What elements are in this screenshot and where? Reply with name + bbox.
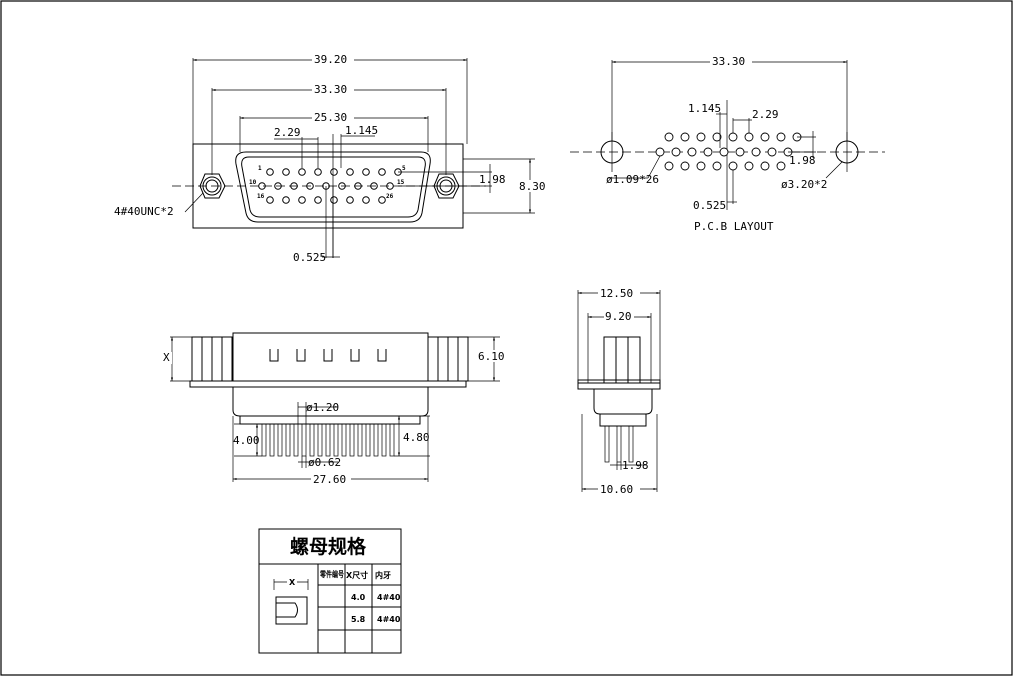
end-view: 12.50 9.20 1.98 10.60 [577, 287, 661, 496]
table-row-1-x: 4.0 [351, 593, 366, 602]
pcb-dim-pitch: 2.29 [752, 108, 779, 121]
dim-flange-height: 8.30 [519, 180, 546, 193]
pin-label-16: 16 [257, 193, 265, 200]
pin-label-5: 5 [402, 165, 406, 172]
side-dim-tail-dia: ø0.62 [308, 456, 341, 469]
dim-mount-spacing: 33.30 [314, 83, 347, 96]
nut-sketch: X [273, 576, 309, 625]
front-view: 1 5 10 15 16 26 39.20 33.30 25.30 2.29 1… [114, 53, 546, 264]
table-x-label: X [289, 578, 296, 587]
dim-overall-width: 39.20 [314, 53, 347, 66]
end-dim-pitch: 1.98 [622, 459, 649, 472]
end-dim-top: 12.50 [600, 287, 633, 300]
end-dim-bottom: 10.60 [600, 483, 633, 496]
table-row-1-thread: 4#40 [377, 593, 401, 602]
side-view: X 6.10 ø1.20 ø0.62 4.00 4.80 27.60 [162, 332, 508, 486]
dim-half-pitch: 1.145 [345, 124, 378, 137]
dim-pin-pitch: 2.29 [274, 126, 301, 139]
side-dim-width: 27.60 [313, 473, 346, 486]
table-header-thread: 内牙 [375, 570, 391, 580]
pin-label-26: 26 [386, 193, 394, 200]
side-pins [261, 423, 395, 457]
thread-note: 4#40UNC*2 [114, 205, 174, 218]
pcb-hole-note: ø1.09*26 [606, 173, 659, 186]
table-row-2-thread: 4#40 [377, 615, 401, 624]
front-pins [258, 168, 402, 204]
side-dim-left-len: 4.00 [233, 434, 260, 447]
pcb-layout: 33.30 1.145 2.29 1.98 ø1.09*26 ø3.20*2 0… [570, 55, 885, 233]
dim-row-offset: 0.525 [293, 251, 326, 264]
table-header-x: X尺寸 [346, 570, 368, 580]
side-dim-pin-dia: ø1.20 [306, 401, 339, 414]
pcb-dim-row-pitch: 1.98 [789, 154, 816, 167]
side-dim-height: 6.10 [478, 350, 505, 363]
table-title: 螺母规格 [290, 535, 367, 558]
side-dim-x: X [163, 351, 170, 364]
pcb-holes [655, 132, 802, 171]
pcb-dim-row-offset: 0.525 [693, 199, 726, 212]
end-dim-shell: 9.20 [605, 310, 632, 323]
nut-spec-table: 螺母规格 零件编号 X尺寸 内牙 4.0 4#40 5.8 4#40 X [258, 528, 402, 654]
pcb-dim-half-pitch: 1.145 [688, 102, 721, 115]
table-row-2-x: 5.8 [351, 615, 366, 624]
pin-label-10: 10 [249, 179, 257, 186]
dim-row-pitch: 1.98 [479, 173, 506, 186]
dim-shell-width: 25.30 [314, 111, 347, 124]
side-slots [269, 349, 387, 362]
side-dim-right-len: 4.80 [403, 431, 430, 444]
pcb-mount-hole-note: ø3.20*2 [781, 178, 827, 191]
table-header-part-no: 零件编号 [319, 569, 344, 579]
pcb-dim-mount-spacing: 33.30 [712, 55, 745, 68]
pcb-layout-title: P.C.B LAYOUT [694, 220, 774, 233]
pin-label-1: 1 [258, 165, 262, 172]
pin-label-15: 15 [397, 179, 405, 186]
